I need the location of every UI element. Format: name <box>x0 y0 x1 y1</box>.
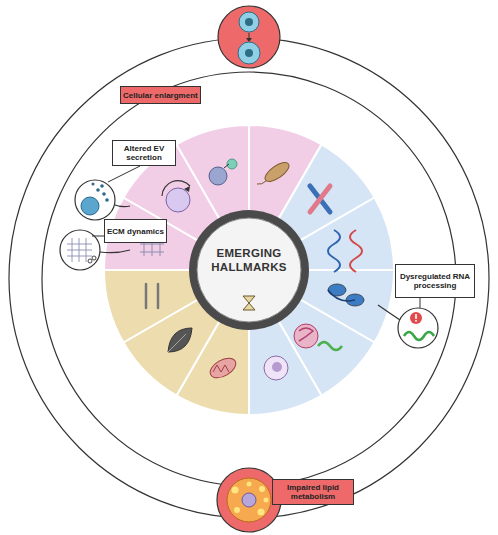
callout-circle <box>398 308 438 348</box>
center-title: EMERGING HALLMARKS <box>199 232 299 288</box>
lipid-cell-icon <box>227 478 271 522</box>
cell-enlargement-icon <box>238 12 260 64</box>
label-text: Cellular enlargment <box>121 90 200 101</box>
leader-line <box>108 166 140 182</box>
hourglass-icon <box>243 296 255 310</box>
dna-icon <box>328 230 362 272</box>
histone-icon <box>328 284 364 306</box>
outer-ring <box>9 38 489 518</box>
clock-bezel <box>189 210 309 330</box>
callout-neck <box>100 250 130 253</box>
callout-label: Dysregulated RNA processing <box>395 264 475 298</box>
mitochondria-icon <box>207 354 239 382</box>
label-text: EMERGING HALLMARKS <box>206 246 292 274</box>
callout-circle <box>218 6 280 68</box>
callout-circle <box>75 180 115 220</box>
leader-line <box>420 298 421 308</box>
vesicle-release-icon <box>209 159 237 185</box>
callout-label: ECM dynamics <box>104 219 167 243</box>
bacteria-icon <box>257 159 292 185</box>
ev-icon <box>81 183 109 216</box>
chromosome-icon <box>310 186 330 212</box>
clock-face <box>197 218 301 322</box>
nucleus-cell-icon <box>264 356 288 380</box>
rna-icon <box>404 312 434 340</box>
ecm-scissors-icon <box>67 238 96 263</box>
callout-neck <box>378 305 400 320</box>
label-text: Dysregulated RNA processing <box>396 271 474 291</box>
callout-label: Cellular enlargment <box>120 86 201 104</box>
fork-knife-icon <box>146 284 158 308</box>
recycling-cell-icon <box>162 181 190 212</box>
callout-label: Impaired lipid metabolism <box>272 479 354 505</box>
label-text: Impaired lipid metabolism <box>273 482 353 502</box>
inner-ring <box>42 72 456 486</box>
callout-label: Altered EV secretion <box>112 140 176 166</box>
leaf-icon <box>168 328 192 352</box>
protein-icon <box>294 324 342 350</box>
wheel-segments <box>104 125 394 415</box>
label-text: ECM dynamics <box>105 226 166 237</box>
label-text: Altered EV secretion <box>113 143 175 163</box>
